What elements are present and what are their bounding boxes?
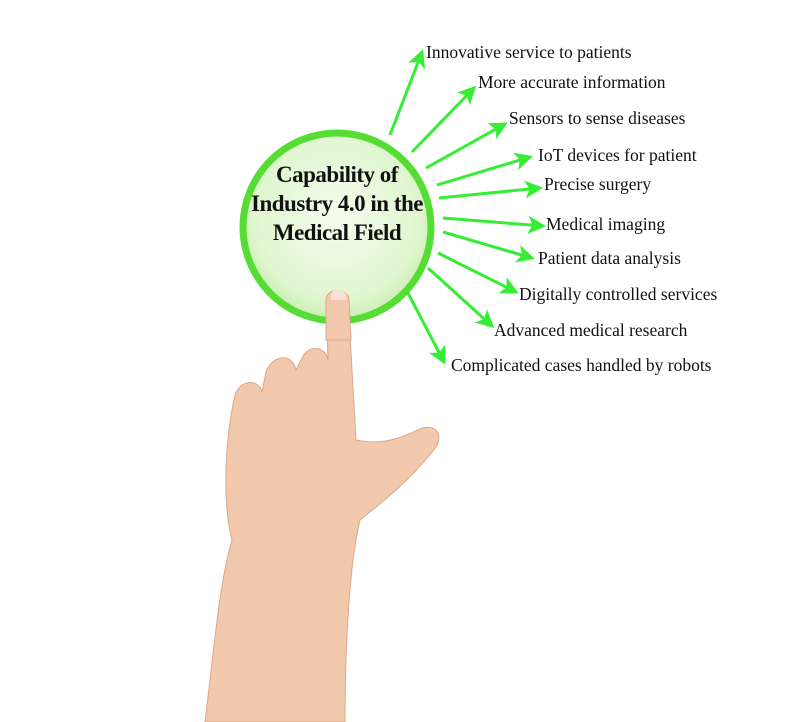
capability-label: More accurate information [478, 72, 666, 92]
capability-label: Medical imaging [546, 214, 666, 234]
arrow [426, 266, 495, 329]
arrow [442, 215, 546, 234]
arrow [425, 122, 508, 170]
capability-label: Complicated cases handled by robots [451, 355, 712, 375]
capability-label: Precise surgery [544, 174, 652, 194]
arrows [388, 49, 546, 365]
arrow [410, 85, 477, 154]
arrow [442, 230, 535, 263]
center-title: Capability of Industry 4.0 in the Medica… [251, 162, 423, 245]
arrow [437, 251, 519, 294]
capability-label: Advanced medical research [494, 320, 688, 340]
capability-label: Digitally controlled services [519, 284, 718, 304]
arrow [388, 49, 426, 136]
arrow [406, 292, 446, 365]
arrow [438, 180, 543, 200]
capability-label: Innovative service to patients [426, 42, 632, 62]
capability-label: IoT devices for patient [538, 145, 697, 165]
capability-label: Patient data analysis [538, 248, 681, 268]
capability-label: Sensors to sense diseases [509, 108, 686, 128]
arrow [436, 152, 533, 187]
